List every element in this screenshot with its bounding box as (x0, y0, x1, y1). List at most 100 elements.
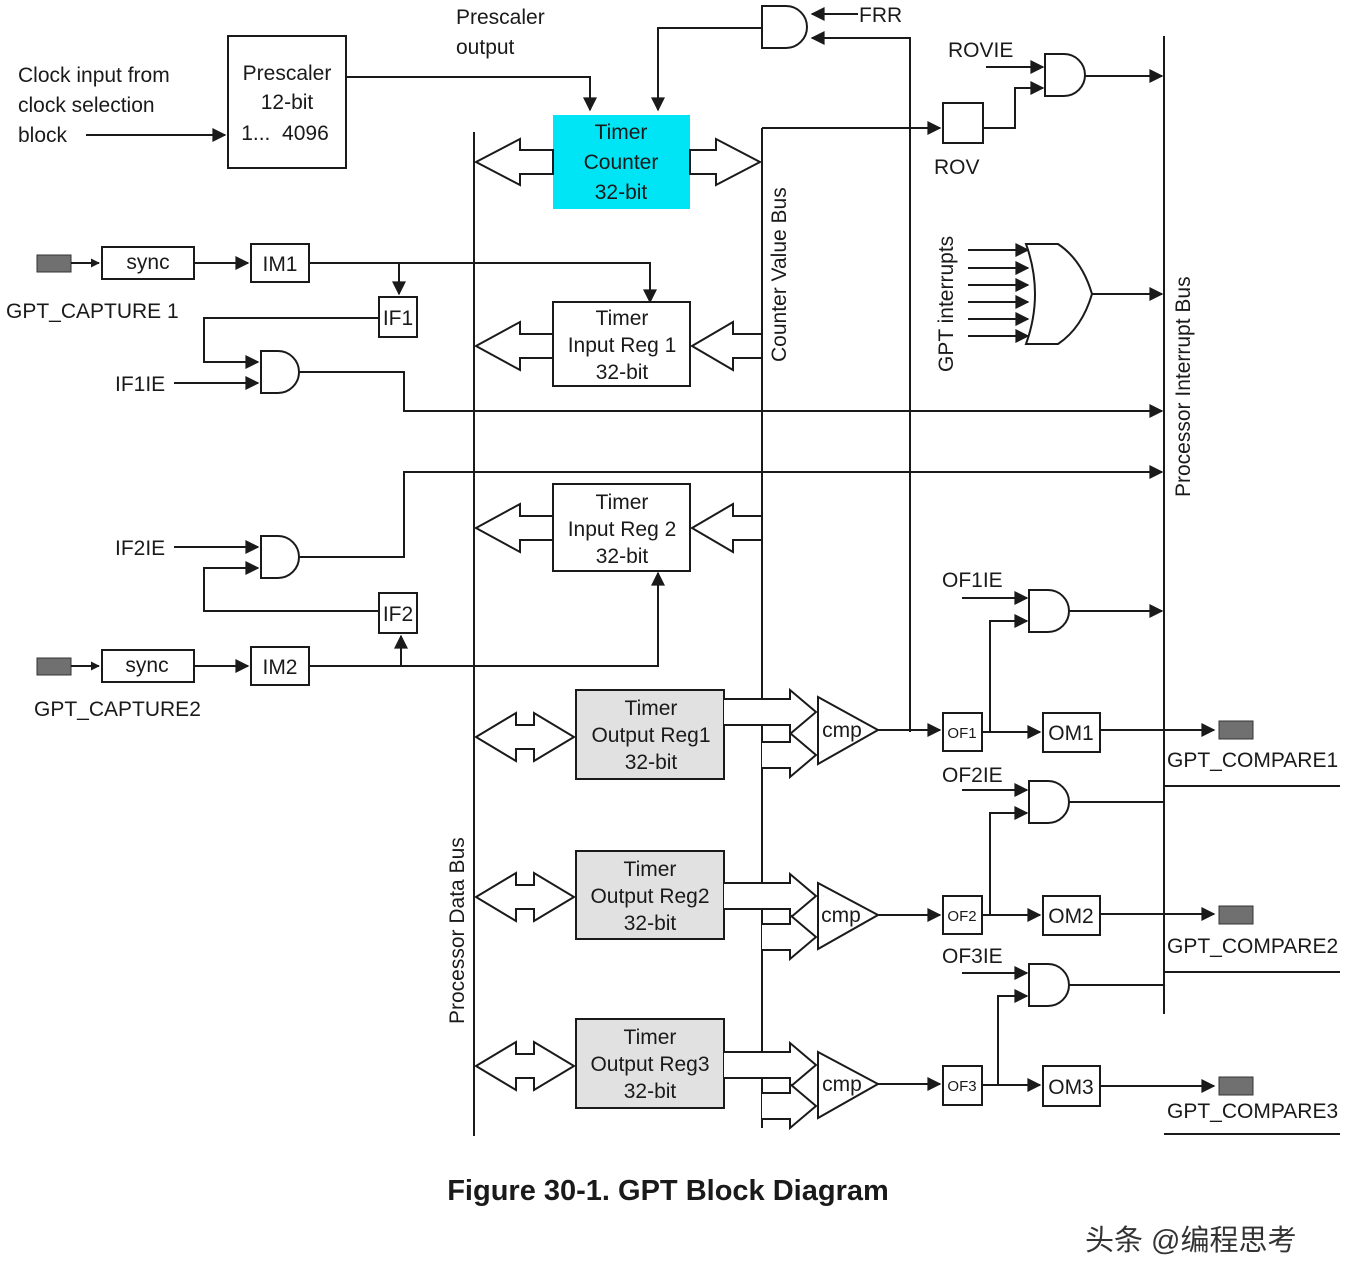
compare3-pin (1218, 1076, 1254, 1096)
cmp1-input-b-arrow (762, 730, 818, 780)
compare2-pin (1218, 905, 1254, 925)
prescaler-width: 12-bit (261, 91, 314, 114)
capture1-label: GPT_CAPTURE 1 (6, 300, 179, 323)
of1ie-label: OF1IE (942, 569, 1003, 592)
output-reg1-data-bus-arrow (474, 711, 576, 763)
if1ie-label: IF1IE (115, 373, 165, 396)
rovie-label: ROVIE (948, 39, 1013, 62)
output-reg3-label: Timer (624, 1026, 677, 1049)
clock-input-label: Clock input from (18, 64, 170, 87)
of1ie-and-gate (1028, 589, 1070, 633)
if2ie-label: IF2IE (115, 537, 165, 560)
om1-block (1042, 712, 1101, 753)
input-reg2-label: Timer (596, 491, 649, 514)
capture2-sync-label: sync (125, 654, 168, 677)
input-reg2-data-bus-arrow (473, 502, 554, 554)
of3ie-and-gate (1028, 963, 1070, 1007)
output-reg2-label: Output Reg2 (590, 885, 709, 908)
capture1-pin (36, 254, 72, 273)
prescaler-output-label: Prescaler (456, 6, 545, 29)
prescaler-output-label: output (456, 36, 515, 59)
compare1-label: GPT_COMPARE1 (1167, 749, 1338, 772)
compare2-label: GPT_COMPARE2 (1167, 935, 1338, 958)
prescaler-range: 1... 4096 (241, 122, 329, 145)
gpt-interrupts-or-gate (1024, 243, 1094, 345)
capture2-sync-block (101, 649, 195, 683)
input-reg1-data-bus-arrow (473, 320, 554, 372)
output-reg3-data-bus-arrow (474, 1040, 576, 1092)
om3-label: OM3 (1048, 1076, 1094, 1099)
rov-flag (942, 102, 984, 144)
im2-label: IM2 (262, 656, 297, 679)
cmp1-label: cmp (822, 719, 862, 742)
of2-label: OF2 (947, 908, 976, 925)
compare3-label: GPT_COMPARE3 (1167, 1100, 1338, 1123)
cmp2-input-a-arrow (724, 871, 818, 921)
if2-label: IF2 (383, 603, 413, 626)
om2-block (1042, 895, 1101, 936)
counter-data-bus-arrow (473, 137, 554, 187)
output-reg1-label: Output Reg1 (591, 724, 710, 747)
cmp2-label: cmp (821, 904, 861, 927)
output-reg3-block (575, 1018, 725, 1109)
cmp2-comparator (817, 881, 881, 951)
watermark: 头条 @编程思考 (1085, 1224, 1297, 1257)
output-reg3-label: Output Reg3 (590, 1053, 709, 1076)
output-reg1-label: Timer (625, 697, 678, 720)
clock-input-label: clock selection (18, 94, 155, 117)
output-reg1-block (575, 689, 725, 780)
capture2-pin (36, 657, 72, 676)
of2-flag (942, 895, 983, 935)
cmp3-input-a-arrow (724, 1040, 818, 1090)
timer-counter-label: Counter (584, 151, 659, 174)
input-reg1-label: Input Reg 1 (568, 334, 677, 357)
if1-label: IF1 (383, 307, 413, 330)
of3ie-label: OF3IE (942, 945, 1003, 968)
input-reg2-label: Input Reg 2 (568, 518, 677, 541)
prescaler-label: Prescaler (243, 62, 332, 85)
of3-flag (942, 1065, 983, 1106)
frr-and-gate (761, 5, 808, 49)
processor-interrupt-bus-label: Processor Interrupt Bus (1172, 276, 1195, 497)
cmp1-comparator (817, 695, 881, 766)
input-reg2-capture-arrow (690, 502, 763, 554)
compare1-pin (1218, 720, 1254, 740)
capture2-label: GPT_CAPTURE2 (34, 698, 201, 721)
im1-label: IM1 (262, 253, 297, 276)
output-reg2-label: 32-bit (624, 912, 677, 935)
capture1-sync-label: sync (126, 251, 169, 274)
if1-and-gate (260, 350, 300, 394)
cmp3-label: cmp (822, 1073, 862, 1096)
if2-flag (378, 592, 418, 634)
om2-label: OM2 (1048, 905, 1094, 928)
prescaler-block (227, 35, 347, 169)
counter-value-bus-label: Counter Value Bus (768, 187, 791, 362)
of2ie-and-gate (1028, 780, 1070, 824)
frr-label: FRR (859, 4, 902, 27)
of2ie-label: OF2IE (942, 764, 1003, 787)
cmp2-input-b-arrow (762, 912, 818, 962)
output-reg3-label: 32-bit (624, 1080, 677, 1103)
cmp3-comparator (817, 1050, 881, 1120)
figure-caption: Figure 30-1. GPT Block Diagram (447, 1175, 889, 1207)
cmp3-input-b-arrow (762, 1081, 818, 1131)
clock-input-label: block (18, 124, 68, 147)
rov-label: ROV (934, 156, 980, 179)
output-reg2-block (575, 850, 725, 940)
of1-flag (942, 712, 983, 752)
om1-label: OM1 (1048, 722, 1094, 745)
processor-data-bus-label: Processor Data Bus (446, 837, 469, 1024)
input-reg1-label: 32-bit (596, 361, 649, 384)
rovie-and-gate (1044, 53, 1086, 97)
timer-counter-label: Timer (595, 121, 648, 144)
if2-and-gate (260, 535, 300, 579)
timer-counter-label: 32-bit (595, 181, 648, 204)
gpt-interrupts-label: GPT interrupts (935, 236, 958, 372)
of1-label: OF1 (947, 725, 976, 742)
output-reg2-label: Timer (624, 858, 677, 881)
cmp1-input-a-arrow (724, 687, 818, 737)
output-reg2-data-bus-arrow (474, 871, 576, 923)
timer-counter-block (553, 115, 690, 209)
input-reg1-block (552, 301, 691, 387)
